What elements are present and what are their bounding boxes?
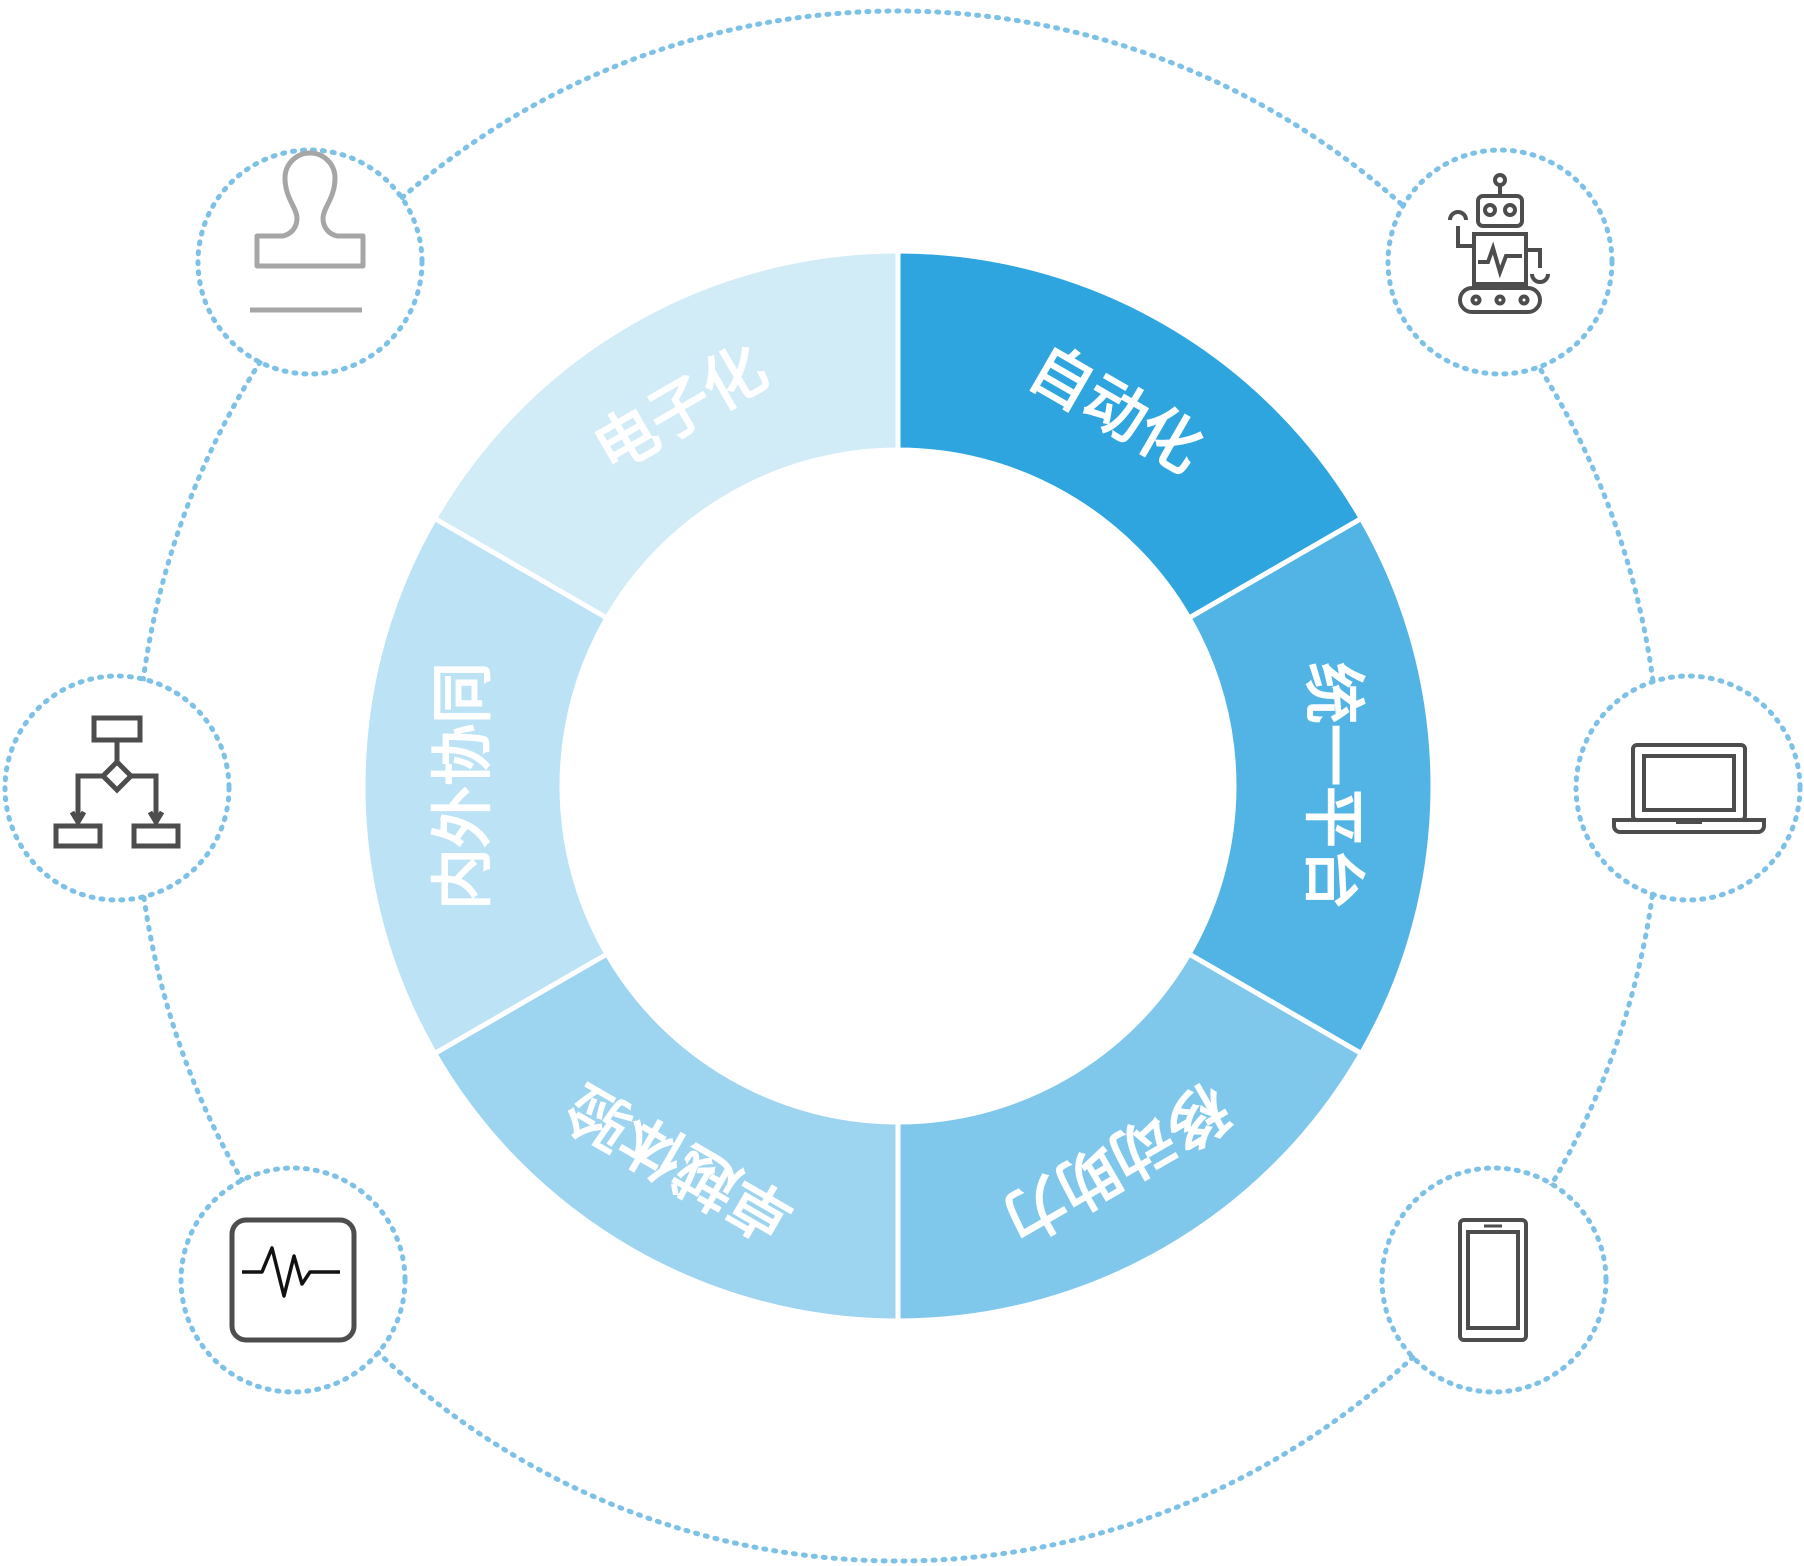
smartphone-icon	[1458, 1218, 1528, 1342]
icon-circle-robot	[1385, 147, 1615, 377]
icon-circles	[2, 147, 1803, 1395]
icon-circle-bg-monitor	[183, 1170, 403, 1390]
segment-digitization	[431, 248, 901, 622]
segment-platform	[1185, 515, 1436, 1057]
icon-circle-bg-robot	[1390, 152, 1610, 372]
icon-circle-stamp	[195, 147, 425, 377]
segment-mobile	[895, 950, 1365, 1324]
donut-chart	[360, 248, 1436, 1324]
segment-label-platform: 统一平台	[1297, 662, 1370, 910]
icon-circle-monitor	[178, 1165, 408, 1395]
stamp-icon	[250, 150, 366, 313]
icon-circle-bg-stamp	[200, 152, 420, 372]
icon-circle-flowchart	[2, 673, 232, 903]
flowchart-icon	[53, 715, 181, 849]
heartbeat-monitor-icon	[229, 1217, 357, 1343]
icon-circle-phone	[1379, 1165, 1609, 1395]
icon-circle-bg-laptop	[1578, 678, 1798, 898]
segment-experience	[431, 950, 901, 1324]
icon-circle-bg-phone	[1384, 1170, 1604, 1390]
icon-circle-laptop	[1573, 673, 1803, 903]
segment-automation	[895, 248, 1365, 622]
segment-label-collaboration: 内外协同	[426, 662, 499, 910]
laptop-icon	[1612, 743, 1766, 834]
robot-icon	[1448, 173, 1550, 314]
segment-collaboration	[360, 515, 611, 1057]
